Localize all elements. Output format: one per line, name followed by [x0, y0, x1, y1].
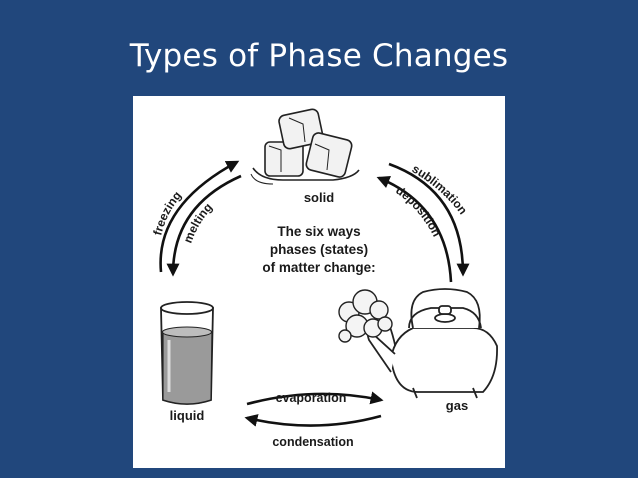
freezing-arrow: [159, 160, 240, 273]
phase-change-diagram: solid The six ways phases (states) of ma…: [150, 108, 498, 449]
gas-label: gas: [446, 398, 468, 413]
melting-arrow: [166, 174, 242, 277]
condensation-arrow: [244, 414, 382, 427]
center-text-line-1: The six ways: [277, 224, 360, 239]
slide-title: Types of Phase Changes: [129, 38, 509, 74]
water-glass-icon: [160, 301, 214, 405]
liquid-label: liquid: [170, 408, 205, 423]
solid-label: solid: [304, 190, 334, 205]
diagram-panel: solid The six ways phases (states) of ma…: [133, 96, 505, 468]
evaporation-label: evaporation: [276, 391, 347, 405]
evaporation-arrow: [246, 391, 384, 406]
ice-cubes-icon: [250, 108, 360, 185]
center-text-line-2: phases (states): [270, 242, 368, 257]
condensation-label: condensation: [272, 435, 353, 449]
sublimation-arrow: [388, 162, 470, 277]
steam-cloud-icon: [338, 289, 393, 343]
deposition-arrow: [376, 175, 453, 283]
center-text-line-3: of matter change:: [262, 260, 375, 275]
